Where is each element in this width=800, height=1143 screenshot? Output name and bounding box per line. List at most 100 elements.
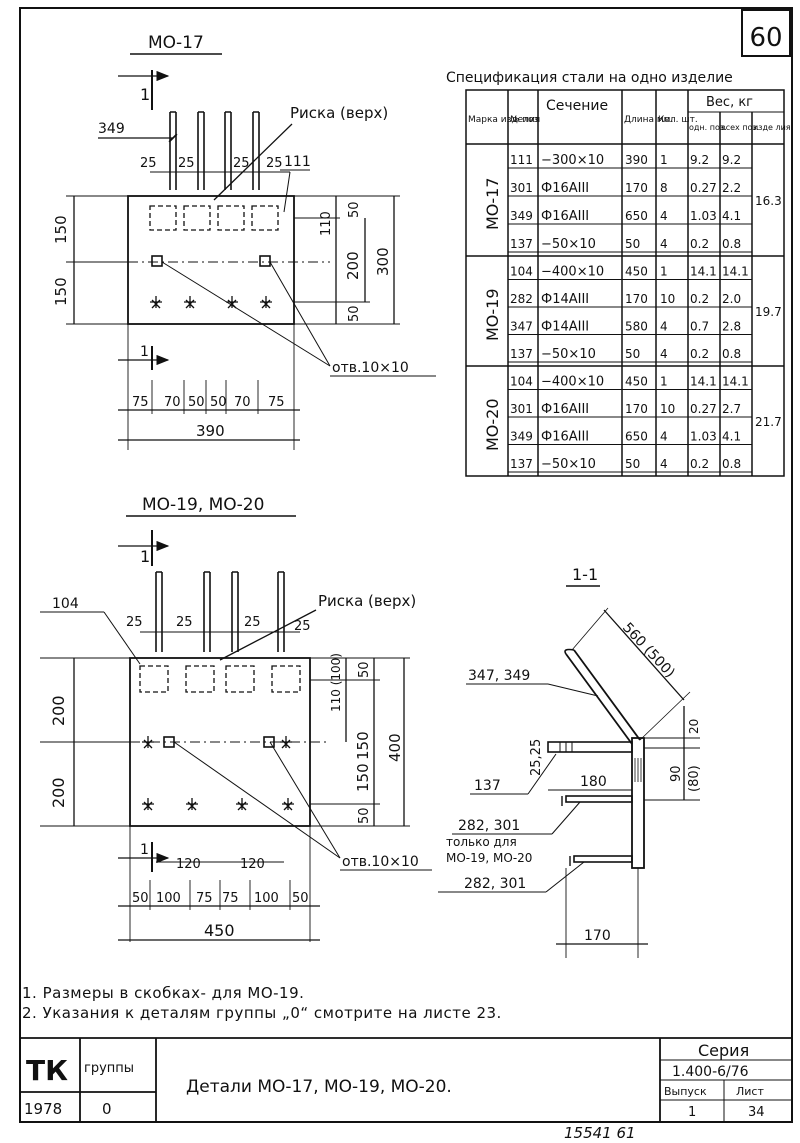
spec-cell-len: 650 bbox=[625, 209, 648, 223]
mo19-dim-150-top: 150 bbox=[354, 731, 372, 760]
section-label-347: 347, 349 bbox=[468, 668, 530, 684]
spec-cell-qty: 4 bbox=[660, 209, 668, 223]
mo17-w75-1: 75 bbox=[132, 395, 149, 410]
spec-cell-qty: 10 bbox=[660, 402, 675, 416]
mo17-section-mark-b: 1 bbox=[140, 344, 149, 360]
spec-cell-len: 450 bbox=[625, 375, 648, 389]
spec-cell-w1: 14.1 bbox=[690, 375, 717, 389]
mo19-dim-50-bot: 50 bbox=[357, 807, 372, 824]
mo17-welds bbox=[150, 296, 272, 309]
mo17-anchors bbox=[149, 205, 279, 231]
spec-cell-qty: 1 bbox=[660, 153, 668, 167]
section-dim-2525: 25,25 bbox=[529, 739, 544, 776]
mo19-w120-2: 120 bbox=[240, 857, 265, 872]
spec-cell-len: 50 bbox=[625, 237, 640, 251]
mo17-risk-label: Риска (верх) bbox=[290, 104, 388, 122]
spec-h-w-one: одн. поз. bbox=[689, 123, 727, 132]
spec-group-mark: МО-19 bbox=[483, 288, 502, 341]
spec-cell-section: −50×10 bbox=[541, 237, 596, 252]
tb-group-label: группы bbox=[84, 1061, 134, 1076]
spec-cell-w1: 0.2 bbox=[690, 292, 709, 306]
view-mo17: МО-17 1 349 25 25 25 25 bbox=[52, 33, 436, 450]
spec-cell-pos: 104 bbox=[510, 375, 533, 389]
mo19-dim-25-4: 25 bbox=[294, 619, 311, 634]
spec-cell-pos: 301 bbox=[510, 181, 533, 195]
spec-cell-len: 170 bbox=[625, 181, 648, 195]
sheet-number-box: 60 bbox=[741, 9, 791, 57]
spec-cell-w1: 9.2 bbox=[690, 153, 709, 167]
mo17-total-390: 390 bbox=[196, 422, 225, 440]
mo17-rods bbox=[169, 111, 260, 190]
spec-group-total: 16.3 bbox=[755, 194, 782, 208]
tb-series-value: 1.400-6/76 bbox=[672, 1064, 749, 1080]
spec-cell-section: Ф16АIII bbox=[541, 430, 589, 445]
mo17-w50-2: 50 bbox=[210, 395, 227, 410]
spec-cell-pos: 137 bbox=[510, 457, 533, 471]
tb-title: Детали МО-17, МО-19, МО-20. bbox=[186, 1077, 452, 1097]
sheet-frame bbox=[19, 7, 793, 1123]
spec-cell-len: 390 bbox=[625, 153, 648, 167]
spec-h-w-all: всех поз. bbox=[721, 123, 759, 132]
section-dim-90: 90 bbox=[669, 765, 684, 782]
section-plate bbox=[631, 737, 645, 869]
section-label-282b: 282, 301 bbox=[464, 876, 526, 892]
tb-issue-value: 1 bbox=[688, 1105, 696, 1120]
mo19-dim-25-3: 25 bbox=[244, 615, 261, 630]
mo19-section-mark-b: 1 bbox=[140, 842, 149, 858]
tb-group-value: 0 bbox=[102, 1100, 112, 1118]
spec-cell-pos: 347 bbox=[510, 320, 533, 334]
mo17-dim-25-1: 25 bbox=[140, 156, 157, 171]
mo17-hole-label: отв.10×10 bbox=[332, 360, 409, 376]
tb-issue-label: Выпуск bbox=[664, 1085, 707, 1098]
spec-cell-qty: 10 bbox=[660, 292, 675, 306]
spec-table: Спецификация стали на одно изделие Марка… bbox=[446, 70, 791, 477]
spec-cell-wa: 2.7 bbox=[722, 402, 741, 416]
mo17-plate-mark: 111 bbox=[284, 154, 311, 170]
spec-cell-w1: 14.1 bbox=[690, 265, 717, 279]
section-dim-80: (80) bbox=[687, 765, 702, 792]
spec-h-length: Длина мм. bbox=[624, 115, 673, 125]
mo19-risk-label: Риска (верх) bbox=[318, 592, 416, 610]
spec-cell-section: −300×10 bbox=[541, 153, 604, 168]
mo17-dim-50-bot: 50 bbox=[347, 305, 362, 322]
tb-series-label: Серия bbox=[698, 1041, 749, 1060]
mo19-rods bbox=[155, 571, 285, 652]
note-1: 1. Размеры в скобках- для МО-19. bbox=[22, 984, 305, 1002]
section-label-137: 137 bbox=[474, 778, 501, 794]
mo19-dim-400: 400 bbox=[386, 733, 404, 762]
view-mo19: МО-19, МО-20 1 25 25 25 25 bbox=[40, 495, 432, 942]
section-dim-180: 180 bbox=[580, 774, 607, 790]
spec-cell-section: −400×10 bbox=[541, 375, 604, 390]
mo17-w70-2: 70 bbox=[234, 395, 251, 410]
mo19-w50-2: 50 bbox=[292, 891, 309, 906]
view-mo17-title: МО-17 bbox=[148, 33, 204, 53]
spec-cell-qty: 4 bbox=[660, 430, 668, 444]
spec-cell-section: −50×10 bbox=[541, 347, 596, 362]
spec-cell-pos: 349 bbox=[510, 209, 533, 223]
mo19-dim-200-bot: 200 bbox=[49, 777, 68, 808]
section-dim-20: 20 bbox=[687, 719, 701, 734]
spec-cell-wa: 14.1 bbox=[722, 265, 749, 279]
mo19-dim-110: 110 (100) bbox=[329, 653, 343, 712]
spec-cell-qty: 4 bbox=[660, 457, 668, 471]
spec-cell-qty: 4 bbox=[660, 237, 668, 251]
spec-cell-qty: 1 bbox=[660, 375, 668, 389]
sheet-number: 60 bbox=[749, 23, 782, 53]
mo17-dim-50-top: 50 bbox=[347, 201, 362, 218]
spec-cell-pos: 137 bbox=[510, 347, 533, 361]
spec-cell-pos: 111 bbox=[510, 153, 533, 167]
tb-logo: ТК bbox=[26, 1054, 68, 1087]
mo19-w100-1: 100 bbox=[156, 891, 181, 906]
spec-cell-len: 650 bbox=[625, 430, 648, 444]
spec-cell-w1: 0.7 bbox=[690, 320, 709, 334]
spec-cell-w1: 0.2 bbox=[690, 347, 709, 361]
spec-h-qty: Кол. шт. bbox=[658, 115, 698, 125]
spec-group-mark: МО-20 bbox=[483, 398, 502, 451]
spec-cell-len: 170 bbox=[625, 292, 648, 306]
spec-cell-pos: 349 bbox=[510, 430, 533, 444]
spec-cell-wa: 0.8 bbox=[722, 457, 741, 471]
mo17-dim-110: 110 bbox=[319, 211, 334, 236]
spec-h-section: Сечение bbox=[546, 98, 608, 114]
spec-cell-w1: 1.03 bbox=[690, 209, 717, 223]
